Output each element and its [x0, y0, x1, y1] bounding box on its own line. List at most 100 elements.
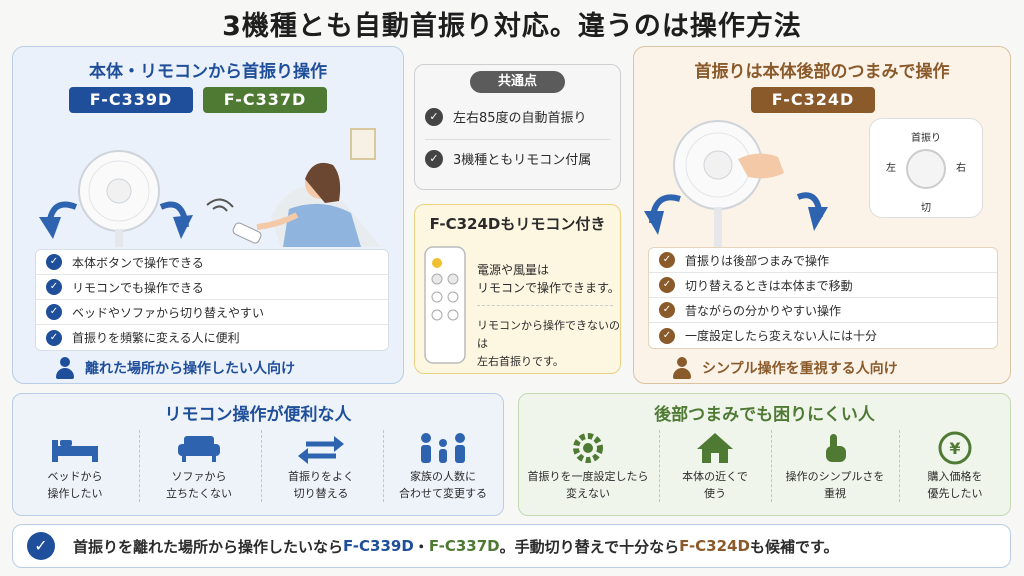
right-feature-item: ✓ 一度設定したら変えない人には十分: [649, 323, 997, 348]
common-points-title: 共通点: [470, 71, 565, 93]
item-line2: 合わせて変更する: [399, 487, 487, 500]
item-line1: 首振りをよく: [288, 470, 354, 483]
item-line1: ベッドから: [47, 470, 103, 483]
model-badge-f-c339d: F-C339D: [69, 87, 193, 113]
knob-user-item: 操作のシンプルさを 重視: [775, 428, 895, 508]
item-line2: 切り替える: [293, 487, 349, 500]
left-feature-item: ✓ リモコンでも操作できる: [36, 275, 388, 300]
summary-model-f-c324d: F-C324D: [679, 537, 750, 555]
check-icon: ✓: [425, 149, 443, 168]
item-line1: 首振りを一度設定したら: [527, 470, 649, 483]
right-feature-list: ✓ 首振りは後部つまみで操作 ✓ 切り替えるときは本体まで移動 ✓ 昔ながらの分かりや…: [648, 247, 998, 349]
remote-text2-line1: リモコンから操作できないのは: [477, 319, 620, 350]
left-target-label: 離れた場所から操作したい人向け: [85, 361, 295, 377]
yen-icon: ¥: [903, 428, 1007, 468]
item-line2: 使う: [704, 487, 726, 500]
remote-user-item: ソファから 立ちたくない: [143, 428, 255, 508]
feature-label: 首振りは後部つまみで操作: [685, 253, 830, 268]
main-title: 3機種とも自動首振り対応。違うのは操作方法: [222, 11, 802, 42]
feature-label: 一度設定したら変えない人には十分: [685, 329, 878, 343]
check-icon: ✓: [46, 304, 62, 320]
knob-label-off: 切: [921, 203, 931, 214]
left-feature-item: ✓ ベッドやソファから切り替えやすい: [36, 300, 388, 325]
summary-text-part2: 。手動切り替えで十分なら: [499, 537, 680, 556]
knob-label-left: 左: [886, 163, 896, 174]
remote-user-title: リモコン操作が便利な人: [164, 405, 352, 425]
knob-user-item: 首振りを一度設定したら 変えない: [523, 428, 653, 508]
rear-knob: [906, 149, 946, 189]
common-points-box: 共通点 ✓ 左右85度の自動首振り ✓ 3機種ともリモコン付属: [414, 64, 621, 190]
summary-model-f-c339d: F-C339D: [343, 537, 414, 555]
item-line2: 操作したい: [47, 487, 103, 500]
model-badge-f-c324d: F-C324D: [751, 87, 875, 113]
item-line1: 家族の人数に: [410, 470, 476, 483]
right-feature-item: ✓ 首振りは後部つまみで操作: [649, 248, 997, 273]
remote-text1-line1: 電源や風量は: [477, 263, 550, 277]
feature-label: 切り替えるときは本体まで移動: [685, 278, 853, 293]
check-circle-icon: ✓: [27, 532, 55, 560]
sofa-icon: [143, 428, 255, 468]
right-feature-item: ✓ 切り替えるときは本体まで移動: [649, 273, 997, 298]
family-icon: [387, 428, 499, 468]
left-feature-list: ✓ 本体ボタンで操作できる ✓ リモコンでも操作できる ✓ ベッドやソファから切り替え…: [35, 249, 389, 351]
feature-label: ベッドやソファから切り替えやすい: [72, 305, 265, 320]
remote-control-icon: [424, 246, 466, 364]
fan-remote-illustration: [39, 128, 381, 247]
home-icon: [663, 428, 767, 468]
remote-text1-line2: リモコンで操作できます。: [477, 281, 620, 295]
item-line2: 変えない: [566, 487, 610, 500]
right-panel-title: 首振りは本体後部のつまみで操作: [694, 62, 950, 82]
model-badge-f-c337d: F-C337D: [203, 87, 327, 113]
person-icon: [55, 357, 75, 379]
remote-text2-line2: 左右首振りです。: [477, 355, 564, 368]
hand-tap-icon: [775, 428, 895, 468]
feature-label: 本体ボタンで操作できる: [72, 255, 204, 270]
swap-arrows-icon: [265, 428, 377, 468]
remote-info-text1: 電源や風量は リモコンで操作できます。: [477, 261, 620, 297]
knob-label-right: 右: [956, 163, 966, 174]
check-icon: ✓: [46, 254, 62, 270]
remote-info-box: F-C324Dもリモコン付き 電源や風量は リモコンで操作できます。 リモコンか…: [414, 204, 621, 374]
bed-icon: [19, 428, 131, 468]
summary-text-part1: 首振りを離れた場所から操作したいなら: [73, 537, 344, 556]
left-target-audience: 離れた場所から操作したい人向け: [55, 357, 295, 379]
check-icon: ✓: [659, 277, 675, 293]
summary-model-f-c337d: F-C337D: [428, 537, 500, 555]
feature-label: 首振りを頻繁に変える人に便利: [72, 331, 240, 345]
check-icon: ✓: [425, 107, 443, 126]
summary-dot: ・: [413, 537, 429, 556]
remote-info-text2: リモコンから操作できないのは 左右首振りです。: [477, 317, 620, 371]
right-target-label: シンプル操作を重視する人向け: [702, 361, 898, 377]
remote-user-item: ベッドから 操作したい: [19, 428, 131, 508]
person-icon: [672, 357, 692, 379]
svg-text:¥: ¥: [949, 439, 960, 458]
item-line1: ソファから: [171, 470, 227, 483]
knob-closeup: 首振り 左 右 切: [870, 119, 982, 217]
knob-label-swing: 首振り: [911, 133, 941, 144]
check-icon: ✓: [659, 302, 675, 318]
item-line1: 購入価格を: [927, 470, 983, 483]
common-item: ✓ 3機種ともリモコン付属: [425, 149, 591, 168]
item-line2: 優先したい: [927, 487, 983, 500]
left-feature-item: ✓ 本体ボタンで操作できる: [36, 250, 388, 275]
right-feature-item: ✓ 昔ながらの分かりやすい操作: [649, 298, 997, 323]
rear-knob-fan-illustration: [644, 120, 828, 247]
common-item-label: 左右85度の自動首振り: [453, 111, 587, 126]
knob-user-item: ¥ 購入価格を 優先したい: [903, 428, 1007, 508]
left-feature-item: ✓首振りを頻繁に変える人に便利: [36, 325, 388, 350]
check-icon: ✓: [659, 327, 675, 344]
summary-bar: ✓ 首振りを離れた場所から操作したいなら F-C339D ・ F-C337D 。…: [12, 524, 1011, 568]
feature-label: 昔ながらの分かりやすい操作: [685, 303, 842, 318]
feature-label: リモコンでも操作できる: [72, 280, 204, 295]
item-line2: 立ちたくない: [166, 487, 232, 500]
check-icon: ✓: [659, 252, 675, 268]
left-panel-title: 本体・リモコンから首振り操作: [89, 62, 327, 82]
item-line1: 本体の近くで: [682, 470, 748, 483]
check-icon: ✓: [46, 279, 62, 295]
right-panel: 首振りは本体後部のつまみで操作 F-C324D 首振り 左 右 切 ✓ 首振りは後…: [633, 46, 1011, 384]
common-item-label: 3機種ともリモコン付属: [453, 153, 592, 168]
knob-user-item: 本体の近くで 使う: [663, 428, 767, 508]
right-target-audience: シンプル操作を重視する人向け: [672, 357, 898, 379]
gear-icon: [523, 428, 653, 468]
knob-user-title: 後部つまみでも困りにくい人: [654, 405, 875, 425]
